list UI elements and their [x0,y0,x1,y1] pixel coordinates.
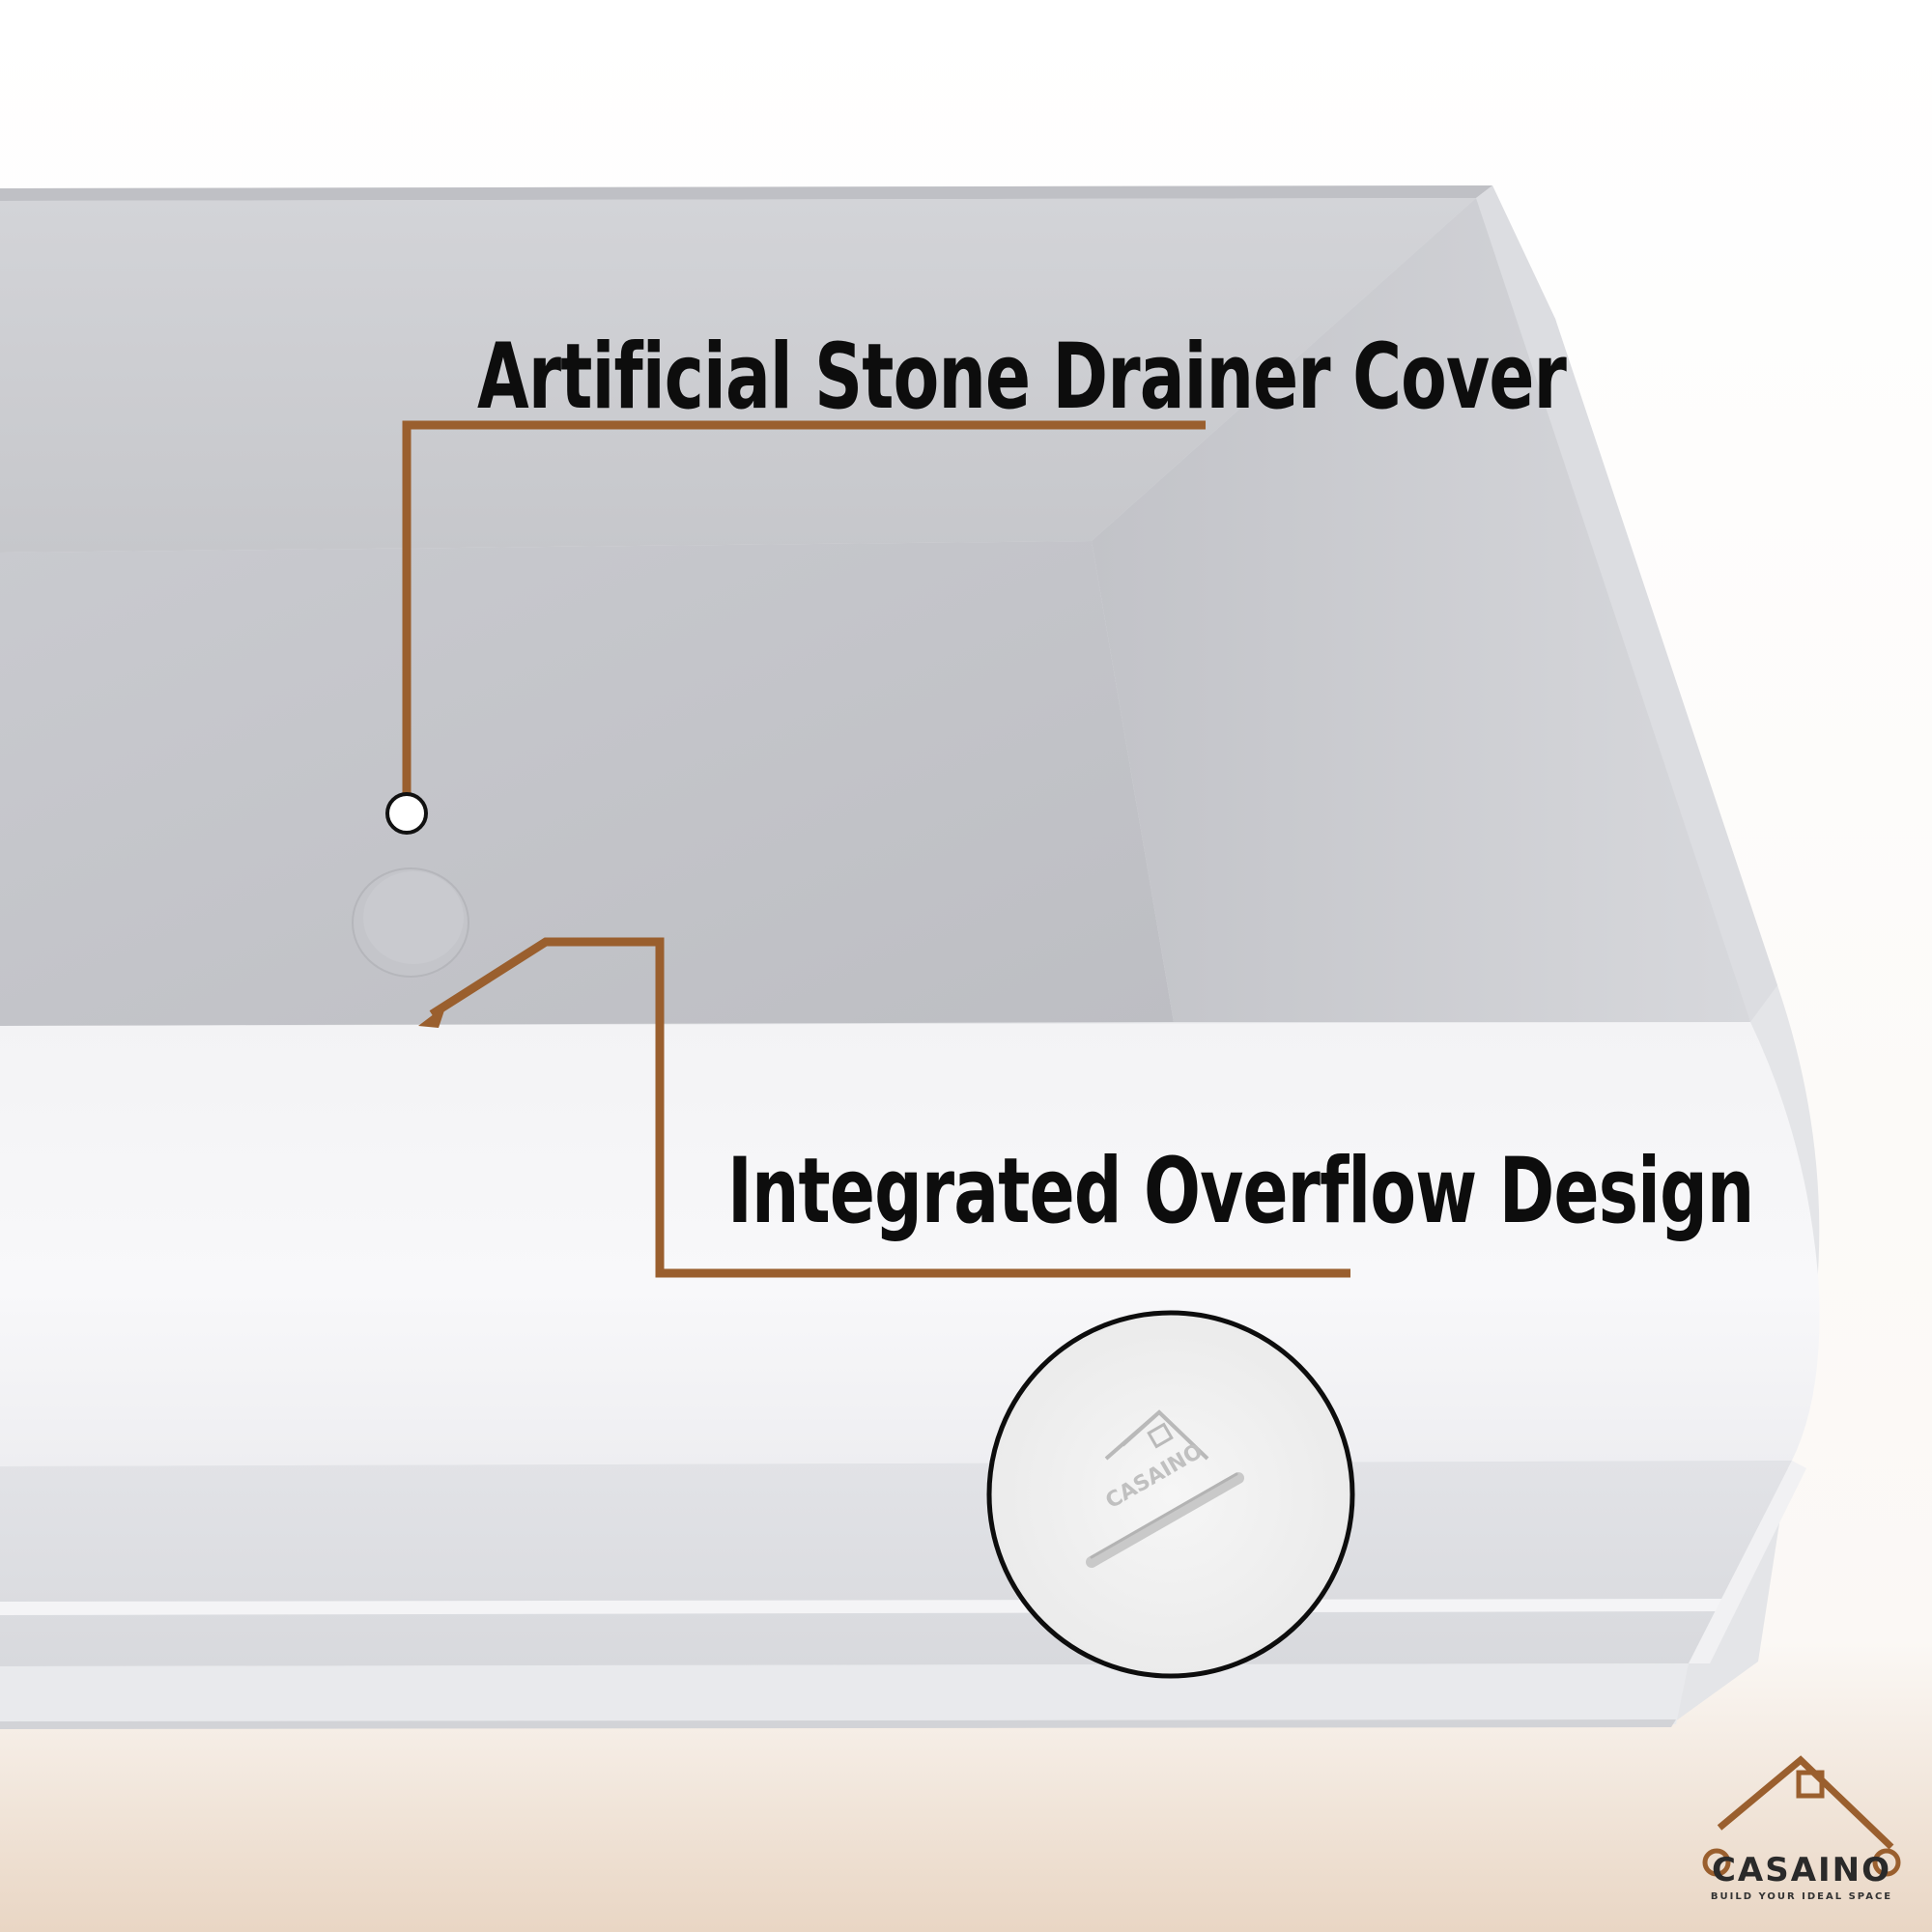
inset-logo-mark [1104,1409,1209,1461]
brand-logo [1702,1755,1901,1877]
shelf-edge [1689,1461,1806,1663]
shelf-lower [0,1663,1689,1724]
brand-roof-icon [1717,1755,1894,1850]
basin-right-wall [1092,198,1750,1022]
drainer-callout-dot [385,792,428,835]
overflow-design-label: Integrated Overflow Design [727,1139,1754,1244]
shelf-bottom-edge [0,1719,1676,1729]
sink-rim-right [1476,185,1777,1022]
overflow-callout-line [429,937,1350,1278]
sink-rim-top [0,185,1492,201]
sink-front-face [0,1022,1820,1466]
overflow-inset: CASAINO [986,1310,1355,1679]
drain-cover-top [363,871,464,964]
brand-block: CASAINO BUILD YOUR IDEAL SPACE [1695,1756,1918,1902]
drainer-callout-line [402,420,1206,797]
basin-floor [0,541,1174,1026]
brand-name: CASAINO [1711,1851,1892,1889]
brand-window-icon [1796,1770,1825,1799]
drainer-cover-label: Artificial Stone Drainer Cover [477,325,1567,430]
overflow-arrowhead [418,1005,446,1028]
brand-tagline: BUILD YOUR IDEAL SPACE [1710,1891,1893,1902]
shelf-upper [0,1461,1792,1666]
basin-back-wall [0,198,1476,553]
overflow-slot [1086,1472,1244,1568]
